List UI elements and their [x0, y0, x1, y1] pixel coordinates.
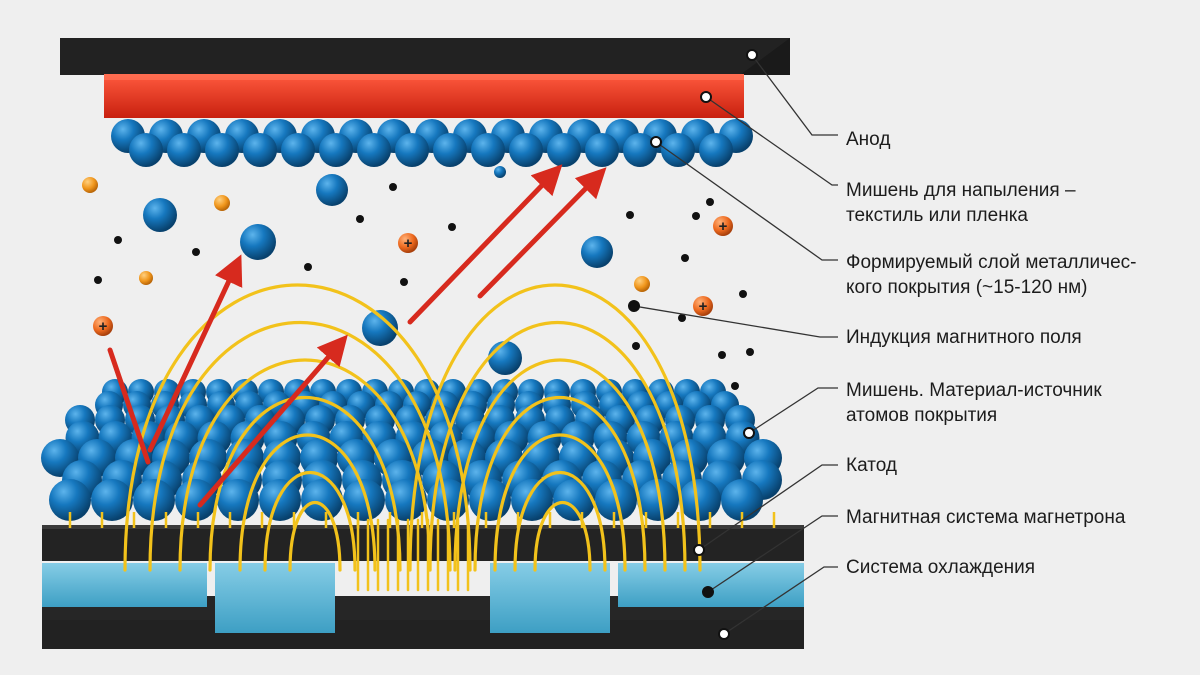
- electron: [718, 351, 726, 359]
- target-atom: [49, 479, 91, 521]
- target-atom: [553, 479, 595, 521]
- label-source-target: Мишень. Материал-источник атомов покрыти…: [846, 380, 1102, 426]
- sputtered-atom: [240, 224, 276, 260]
- cooling-system: [42, 563, 804, 649]
- electron: [706, 198, 714, 206]
- coating-atom: [129, 133, 163, 167]
- electron: [746, 348, 754, 356]
- field-arc: [208, 395, 402, 572]
- label-anode: Анод: [846, 129, 891, 150]
- target-atom: [217, 479, 259, 521]
- coating-atom: [661, 133, 695, 167]
- magnetic-field-lines: [123, 283, 702, 592]
- target-atom: [343, 479, 385, 521]
- coating-atom: [623, 133, 657, 167]
- ion-symbol: +: [99, 318, 108, 335]
- target-atom: [91, 479, 133, 521]
- sputtered-atom: [316, 174, 348, 206]
- field-arc: [408, 283, 702, 572]
- target-atom: [259, 479, 301, 521]
- label-cathode: Катод: [846, 455, 897, 476]
- source-target-atoms: [41, 379, 782, 528]
- sputtered-atom: [488, 341, 522, 375]
- neutral-particle: [214, 195, 230, 211]
- coating-atom: [205, 133, 239, 167]
- sputter-target-film: [104, 74, 744, 118]
- ion-particle: [693, 296, 713, 316]
- neutral-particle: [82, 177, 98, 193]
- field-arc: [428, 321, 687, 572]
- coating-atom: [319, 133, 353, 167]
- label-magnet-system: Магнитная система магнетрона: [846, 507, 1126, 528]
- field-arc: [288, 500, 342, 572]
- electron: [192, 248, 200, 256]
- magnet-system-plate: [42, 525, 804, 561]
- target-atom: [679, 479, 721, 521]
- sputtered-atom: [581, 236, 613, 268]
- electron: [626, 211, 634, 219]
- coating-atom: [281, 133, 315, 167]
- electron: [681, 254, 689, 262]
- target-atom: [175, 479, 217, 521]
- ion-symbol: +: [404, 235, 413, 252]
- electron: [94, 276, 102, 284]
- leader-markers: [628, 49, 758, 640]
- label-cooling-system: Система охлаждения: [846, 557, 1036, 578]
- ion-trajectory-arrows: [107, 164, 607, 508]
- electron: [731, 382, 739, 390]
- target-atom: [721, 479, 763, 521]
- target-atom: [301, 479, 343, 521]
- ion-particle: [713, 216, 733, 236]
- field-arc: [148, 321, 452, 572]
- coating-atom: [395, 133, 429, 167]
- electron: [692, 212, 700, 220]
- field-arc: [178, 358, 432, 572]
- sputtered-atom: [143, 198, 177, 232]
- neutral-particle: [634, 276, 650, 292]
- field-arc: [513, 471, 607, 572]
- label-coating-layer: Формируемый слой металличес- кого покрыт…: [846, 252, 1137, 298]
- electron: [400, 278, 408, 286]
- field-arc: [238, 433, 377, 572]
- coating-atom: [471, 133, 505, 167]
- electron: [448, 223, 456, 231]
- coating-atom: [509, 133, 543, 167]
- electron: [304, 263, 312, 271]
- ion-particle: [398, 233, 418, 253]
- electron: [389, 183, 397, 191]
- target-atom: [511, 479, 553, 521]
- field-arc: [453, 358, 667, 572]
- coating-atom: [167, 133, 201, 167]
- ion-symbol: +: [719, 218, 728, 235]
- electron: [356, 215, 364, 223]
- coating-atom: [433, 133, 467, 167]
- target-atom: [637, 479, 679, 521]
- field-arc: [263, 471, 357, 572]
- field-arc: [473, 395, 647, 572]
- electron: [678, 314, 686, 322]
- field-arc: [493, 433, 627, 572]
- electron: [632, 342, 640, 350]
- coating-atom: [699, 133, 733, 167]
- ion-symbol: +: [699, 298, 708, 315]
- coating-layer-atoms: [111, 119, 753, 167]
- label-sputter-target: Мишень для напыления – текстиль или плен…: [846, 180, 1076, 226]
- electron: [114, 236, 122, 244]
- field-arc: [533, 500, 592, 572]
- neutral-particle: [139, 271, 153, 285]
- label-magnetic-induction: Индукция магнитного поля: [846, 327, 1082, 348]
- coating-atom: [243, 133, 277, 167]
- sputtered-atom: [362, 310, 398, 346]
- electron: [739, 290, 747, 298]
- anode-plate: [60, 38, 790, 75]
- coating-atom: [585, 133, 619, 167]
- ion-particle: [93, 316, 113, 336]
- sputtered-atom: [494, 166, 506, 178]
- leader-lines: [633, 54, 838, 635]
- coating-atom: [357, 133, 391, 167]
- coating-atom: [547, 133, 581, 167]
